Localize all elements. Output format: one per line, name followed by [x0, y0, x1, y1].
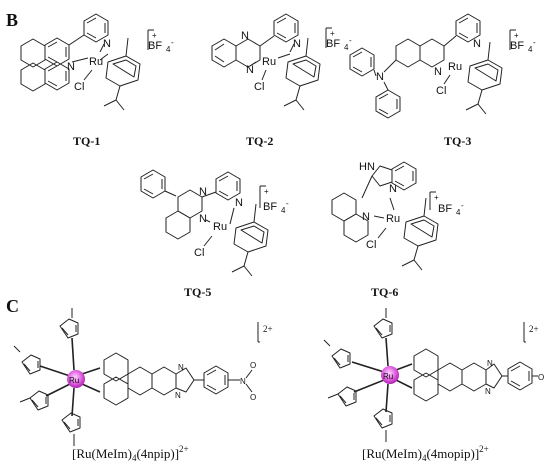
- bf-tq3: BF: [510, 40, 524, 52]
- atom-n-q1: N: [241, 30, 249, 42]
- panel-label-c: C: [6, 296, 19, 316]
- svg-text:N: N: [175, 391, 181, 400]
- atom-nh-tq6: HN: [359, 161, 375, 173]
- atom-cl-tq3: Cl: [436, 85, 446, 97]
- ru-center-sphere-2: [381, 366, 399, 384]
- atom-ru-c1: Ru: [69, 376, 79, 385]
- svg-text:4: 4: [281, 206, 286, 215]
- svg-text:+: +: [330, 29, 335, 38]
- structure-tq-3: N N Ru Cl N + BF 4 -: [349, 13, 536, 119]
- svg-text:N: N: [235, 197, 243, 209]
- structure-tq-6: HN N N Ru Cl + BF 4 -: [331, 161, 464, 271]
- svg-text:N: N: [293, 38, 301, 50]
- label-tq-2: TQ-2: [246, 134, 273, 148]
- svg-text:-: -: [461, 201, 464, 210]
- label-tq-3: TQ-3: [444, 134, 471, 148]
- atom-o-methoxy: O: [538, 373, 544, 382]
- atom-ru-tq6: Ru: [386, 213, 400, 225]
- plus-tq1: +: [152, 31, 157, 40]
- charge-c2: 2+: [529, 324, 539, 334]
- bf-tq6: BF: [438, 203, 452, 215]
- bf-tq2: BF: [326, 38, 340, 50]
- svg-text:4: 4: [528, 45, 533, 54]
- svg-text:-: -: [171, 38, 174, 47]
- formula-4mopip: [Ru(MeIm)4(4mopip)]2+: [362, 444, 489, 463]
- svg-text:+: +: [514, 31, 519, 40]
- svg-text:4: 4: [166, 45, 171, 54]
- atom-ru-c2: Ru: [383, 372, 393, 381]
- ru-center-sphere: [67, 370, 85, 388]
- atom-cl-tq6: Cl: [366, 239, 376, 251]
- structure-tq-5: N N N Ru Cl + BF 4 -: [140, 169, 289, 277]
- svg-text:4: 4: [344, 43, 349, 52]
- svg-text:-: -: [533, 38, 536, 47]
- svg-text:O: O: [250, 361, 256, 370]
- svg-text:N: N: [473, 38, 481, 50]
- svg-text:-: -: [286, 199, 289, 208]
- atom-n-nitro: N: [240, 377, 246, 386]
- atom-ru-tq5: Ru: [213, 221, 227, 233]
- atom-ru-tq2: Ru: [262, 56, 276, 68]
- bf-tq1: BF: [148, 40, 162, 52]
- structure-tq-2: N N N Ru Cl + BF 4 -: [211, 13, 352, 111]
- label-tq-1: TQ-1: [73, 134, 100, 148]
- charge-c1: 2+: [263, 324, 273, 334]
- formula-4npip: [Ru(MeIm)4(4npip)]2+: [72, 444, 189, 463]
- atom-n-q2: N: [246, 64, 254, 76]
- svg-text:N: N: [434, 66, 442, 78]
- atom-ru-tq3: Ru: [448, 61, 462, 73]
- panel-label-b: B: [6, 10, 18, 30]
- atom-n-tq5a: N: [199, 186, 207, 198]
- svg-text:-: -: [349, 36, 352, 45]
- svg-text:N: N: [389, 183, 397, 195]
- atom-cl-tq5: Cl: [194, 247, 204, 259]
- atom-cl-tq1: Cl: [74, 81, 84, 93]
- svg-text:N: N: [362, 211, 370, 223]
- atom-ru-tq1: Ru: [89, 56, 103, 68]
- structure-ru-4mopip: Ru N N O 2+: [323, 308, 544, 442]
- svg-text:+: +: [434, 193, 439, 202]
- svg-text:+: +: [264, 187, 269, 196]
- svg-text:N: N: [178, 363, 184, 372]
- bf-tq5: BF: [263, 201, 277, 213]
- structure-tq-1: N N Ru Cl + BF 4 -: [20, 13, 174, 111]
- atom-cl-tq2: Cl: [254, 81, 264, 93]
- atom-n-tq5b: N: [199, 213, 207, 225]
- svg-text:O: O: [250, 393, 256, 402]
- atom-n-1: N: [67, 61, 75, 73]
- label-tq-6: TQ-6: [371, 285, 398, 299]
- svg-text:4: 4: [456, 208, 461, 217]
- atom-n-2: N: [103, 38, 111, 50]
- svg-text:N: N: [485, 387, 491, 396]
- structure-ru-4npip: Ru N N N O O 2+: [13, 308, 273, 446]
- svg-text:N: N: [487, 359, 493, 368]
- label-tq-5: TQ-5: [184, 285, 211, 299]
- atom-n-amine: N: [376, 71, 384, 83]
